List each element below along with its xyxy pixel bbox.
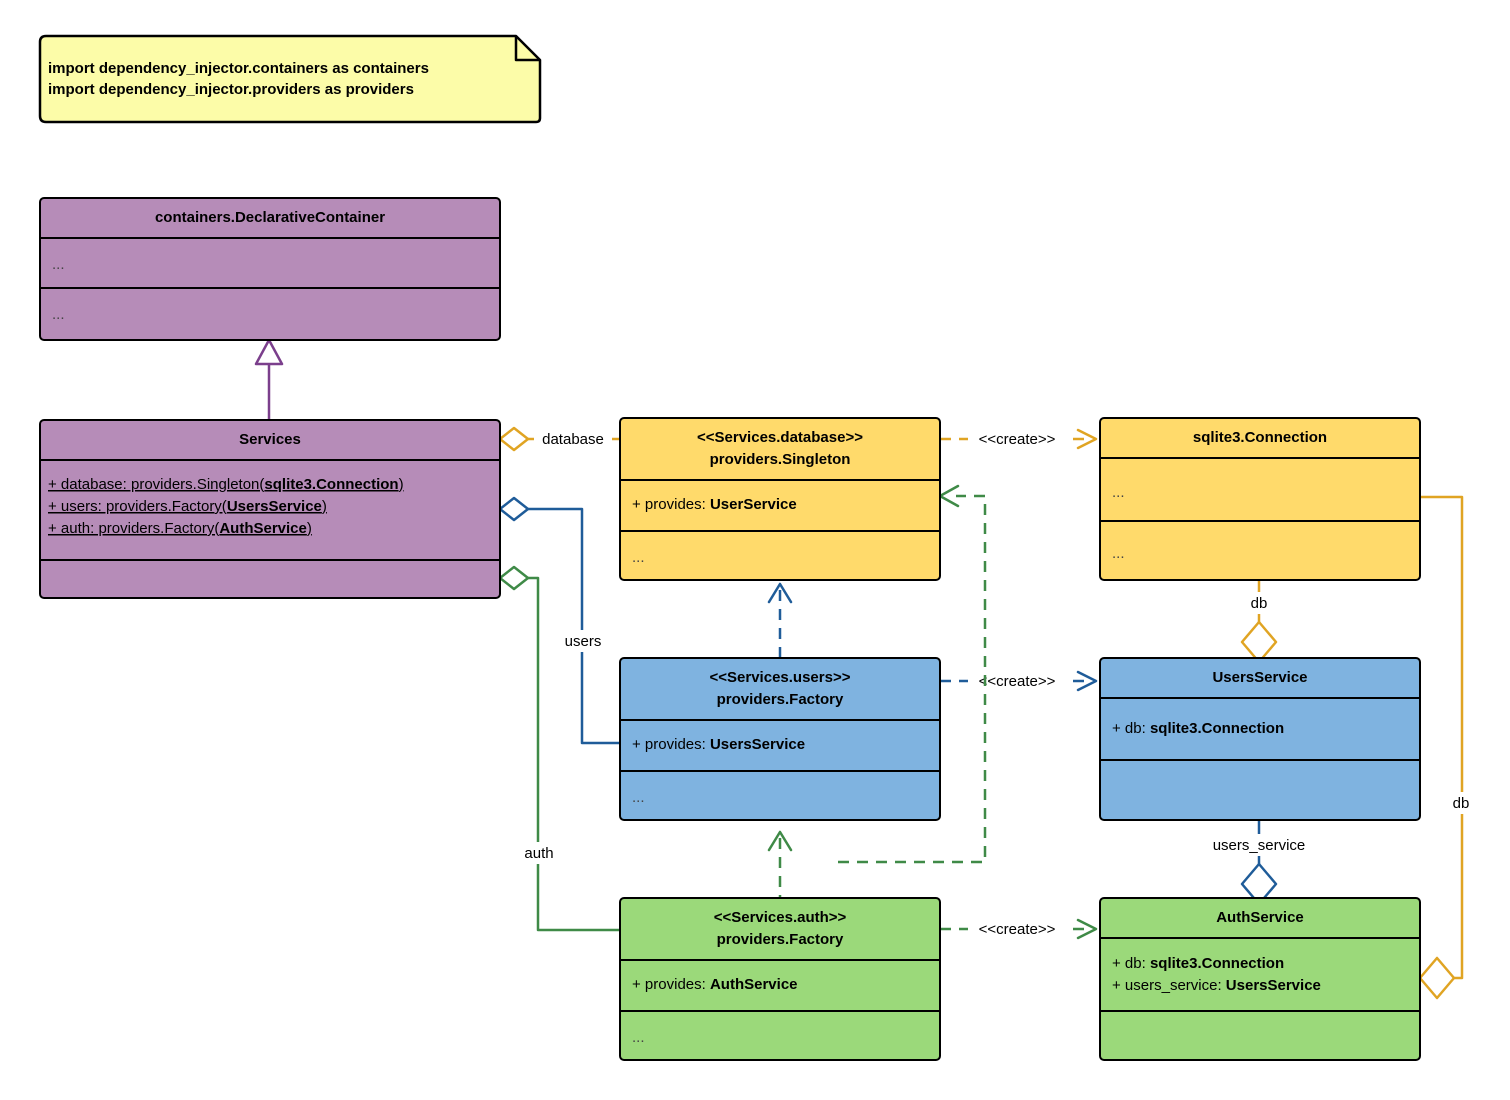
class-stereotype-services-users: <<Services.users>>	[710, 669, 851, 686]
class-method-sqlite3-connection-0: ...	[1112, 545, 1125, 562]
class-stereotype-services-auth: <<Services.auth>>	[714, 909, 847, 926]
edge-label-users: users	[565, 633, 602, 650]
class-stereotype-services-database: <<Services.database>>	[697, 429, 863, 446]
edge-label-create-database: <<create>>	[979, 431, 1056, 448]
edge-create-auth: <<create>>	[940, 918, 1098, 940]
class-attr-services-0: + database: providers.Singleton(sqlite3.…	[48, 476, 404, 493]
class-attr-services-users-0: + provides: UsersService	[632, 736, 805, 753]
class-attr-auth-service-0: + db: sqlite3.Connection	[1112, 955, 1284, 972]
class-box-services-auth[interactable]: <<Services.auth>> providers.Factory + pr…	[619, 897, 941, 1061]
class-attr-auth-service-1: + users_service: UsersService	[1112, 977, 1321, 994]
class-title-services-database: providers.Singleton	[710, 451, 851, 468]
class-title-auth-service: AuthService	[1216, 909, 1304, 926]
edge-services-users: users	[498, 496, 620, 745]
import-note: import dependency_injector.containers as…	[38, 34, 542, 124]
note-line-1: import dependency_injector.containers as…	[48, 60, 429, 77]
class-title-declarative-container: containers.DeclarativeContainer	[155, 209, 385, 226]
class-title-sqlite3-connection: sqlite3.Connection	[1193, 429, 1327, 446]
class-title-users-service: UsersService	[1212, 669, 1307, 686]
class-attr-sqlite3-connection-0: ...	[1112, 484, 1125, 501]
edge-services-database: database	[498, 426, 620, 452]
edge-label-db-right: db	[1453, 795, 1470, 812]
class-attr-services-auth-0: + provides: AuthService	[632, 976, 798, 993]
class-attr-services-2: + auth: providers.Factory(AuthService)	[48, 520, 312, 537]
class-box-auth-service[interactable]: AuthService + db: sqlite3.Connection + u…	[1099, 897, 1421, 1061]
class-method-declarative-container-0: ...	[52, 306, 65, 323]
class-box-sqlite3-connection[interactable]: sqlite3.Connection ... ...	[1099, 417, 1421, 581]
edge-generalization-services-to-container	[254, 338, 284, 420]
class-title-services-auth: providers.Factory	[717, 931, 844, 948]
class-attr-services-database-0: + provides: UserService	[632, 496, 797, 513]
class-attr-services-1: + users: providers.Factory(UsersService)	[48, 498, 327, 515]
edge-dep-auth-to-users	[767, 830, 793, 906]
class-attr-users-service-0: + db: sqlite3.Connection	[1112, 720, 1284, 737]
edge-db-connection-usersservice: db	[1240, 580, 1280, 664]
edge-dep-users-to-database	[767, 582, 793, 658]
edge-label-db-top: db	[1251, 595, 1268, 612]
class-box-services-database[interactable]: <<Services.database>> providers.Singleto…	[619, 417, 941, 581]
note-line-2: import dependency_injector.providers as …	[48, 81, 414, 98]
class-title-services-users: providers.Factory	[717, 691, 844, 708]
class-box-declarative-container[interactable]: containers.DeclarativeContainer ... ...	[39, 197, 501, 341]
edge-create-users: <<create>>	[940, 670, 1098, 692]
edge-create-database: <<create>>	[940, 428, 1098, 450]
edge-label-auth: auth	[524, 845, 553, 862]
edge-usersservice-authservice: users_service	[1192, 820, 1328, 906]
class-method-services-database-0: ...	[632, 549, 645, 566]
class-attr-declarative-container-0: ...	[52, 256, 65, 273]
class-box-services-users[interactable]: <<Services.users>> providers.Factory + p…	[619, 657, 941, 821]
edge-services-auth: auth	[498, 565, 620, 932]
class-box-users-service[interactable]: UsersService + db: sqlite3.Connection	[1099, 657, 1421, 821]
edge-label-create-auth: <<create>>	[979, 921, 1056, 938]
class-method-services-auth-0: ...	[632, 1029, 645, 1046]
class-box-services[interactable]: Services + database: providers.Singleton…	[39, 419, 501, 599]
edge-label-create-users: <<create>>	[979, 673, 1056, 690]
edge-label-database: database	[542, 431, 604, 448]
class-title-services: Services	[239, 431, 301, 448]
edge-label-users-service: users_service	[1213, 837, 1306, 854]
class-method-services-users-0: ...	[632, 789, 645, 806]
edge-db-connection-authservice: db	[1418, 495, 1482, 1000]
